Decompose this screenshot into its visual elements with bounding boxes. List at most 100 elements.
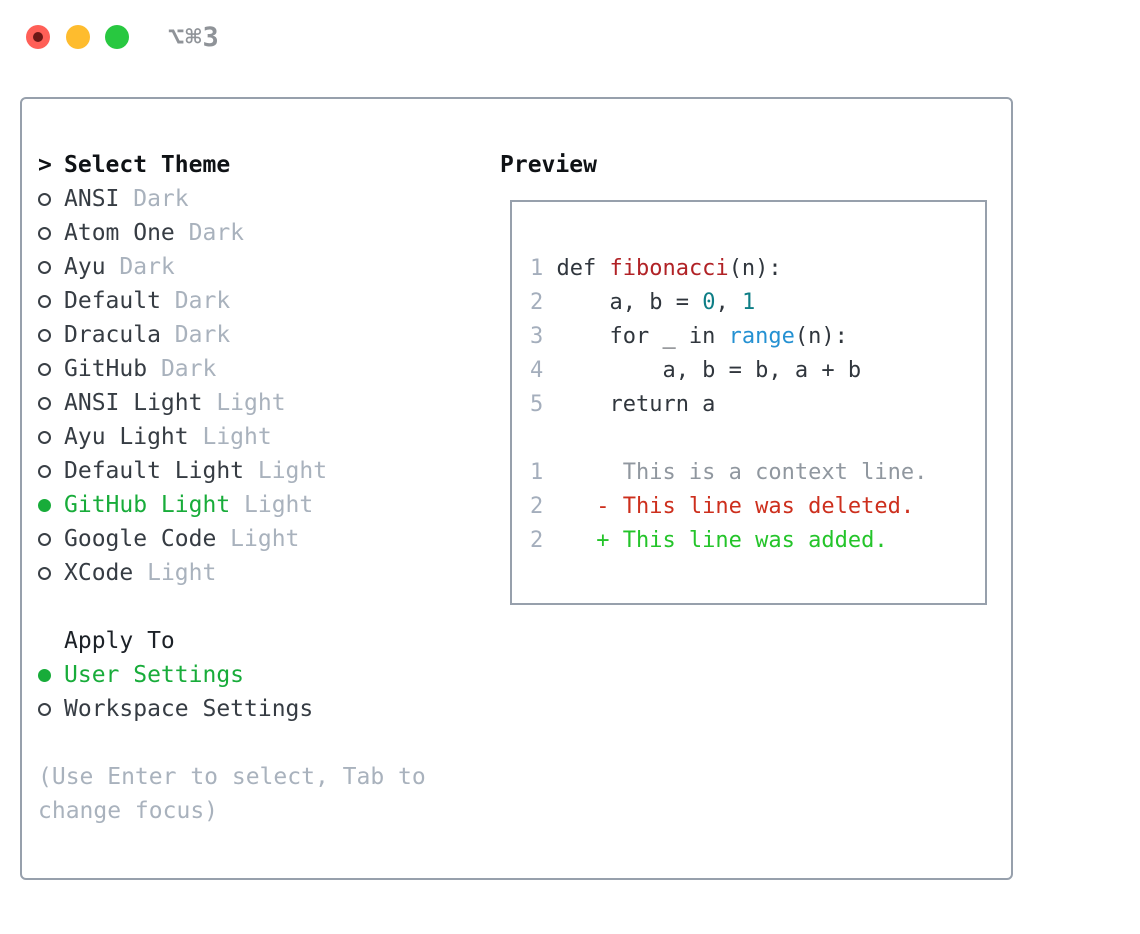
titlebar: ⌥⌘3 — [0, 0, 1140, 74]
code-token-plain: for _ in — [556, 323, 729, 349]
radio-marker — [38, 532, 64, 546]
line-number: 3 — [530, 323, 544, 349]
code-token-func: fibonacci — [609, 255, 729, 281]
line-text: a, b = b, a + b — [556, 358, 861, 383]
code-line: 1 This is a context line. — [530, 455, 975, 489]
option-label: Google Code — [64, 526, 217, 552]
line-text: + This line was added. — [556, 528, 887, 553]
line-text: for _ in range(n): — [556, 324, 847, 349]
line-number: 1 — [530, 459, 544, 485]
code-token-deleted: - This line was deleted. — [556, 493, 915, 519]
zoom-button[interactable] — [105, 25, 129, 49]
option-label: Ayu — [64, 254, 106, 280]
line-number: 4 — [530, 357, 544, 383]
radio-marker — [38, 362, 64, 376]
theme-option[interactable]: Google Code Light — [38, 522, 478, 556]
code-line — [530, 421, 975, 455]
code-token-plain: (n): — [728, 255, 782, 281]
radio-icon — [38, 430, 51, 444]
option-variant-label: Dark — [188, 220, 245, 246]
theme-option[interactable]: ANSI Dark — [38, 182, 478, 216]
select-theme-heading-label: Select Theme — [64, 152, 231, 178]
apply-to-list: User Settings Workspace Settings — [38, 658, 478, 726]
minimize-button[interactable] — [66, 25, 90, 49]
radio-marker — [38, 566, 64, 580]
apply-option[interactable]: Workspace Settings — [38, 692, 478, 726]
radio-icon — [38, 566, 51, 580]
option-label: Ayu Light — [64, 424, 189, 450]
line-text: a, b = 0, 1 — [556, 290, 755, 315]
option-label: Atom One — [64, 220, 175, 246]
option-label: Default — [64, 288, 161, 314]
theme-list-column: > Select Theme ANSI Dark Atom One Dark A… — [38, 148, 478, 828]
code-token-num: 0 — [702, 289, 716, 315]
code-line: 2 a, b = 0, 1 — [530, 285, 975, 319]
theme-option[interactable]: Atom One Dark — [38, 216, 478, 250]
apply-to-heading: Apply To — [38, 624, 478, 658]
code-preview: 1 def fibonacci(n): 2 a, b = 0, 1 3 for … — [530, 251, 975, 557]
radio-marker — [38, 328, 64, 342]
line-number: 2 — [530, 289, 544, 315]
radio-icon — [38, 260, 51, 274]
radio-icon — [38, 464, 51, 478]
code-token-builtin: range — [728, 323, 795, 349]
option-label: GitHub Light — [64, 492, 231, 518]
line-number: 2 — [530, 493, 544, 519]
theme-option[interactable]: Ayu Light Light — [38, 420, 478, 454]
theme-option[interactable]: ANSI Light Light — [38, 386, 478, 420]
radio-marker — [38, 498, 64, 512]
radio-icon — [38, 328, 51, 342]
radio-marker — [38, 668, 64, 682]
option-label: ANSI Light — [64, 390, 203, 416]
option-label: XCode — [64, 560, 134, 586]
option-label: GitHub — [64, 356, 148, 382]
radio-marker — [38, 260, 64, 274]
option-label: User Settings — [64, 662, 245, 688]
spacer — [38, 590, 478, 624]
pointer-icon: > — [38, 152, 52, 178]
theme-option[interactable]: GitHub Light Light — [38, 488, 478, 522]
unsaved-changes-dot-icon — [33, 32, 43, 42]
code-line: 2 + This line was added. — [530, 523, 975, 557]
radio-icon — [38, 192, 51, 206]
option-variant-label: Dark — [174, 322, 231, 348]
preview-box: 1 def fibonacci(n): 2 a, b = 0, 1 3 for … — [510, 200, 987, 605]
code-token-plain: , — [715, 289, 742, 315]
code-token-added: + This line was added. — [556, 527, 888, 553]
option-variant-label: Light — [216, 390, 286, 416]
theme-option[interactable]: GitHub Dark — [38, 352, 478, 386]
radio-marker — [38, 430, 64, 444]
code-token-plain: (n): — [794, 323, 848, 349]
option-variant-label: Light — [257, 458, 328, 484]
radio-icon — [38, 498, 51, 512]
option-variant-label: Light — [230, 526, 300, 552]
close-button[interactable] — [26, 25, 50, 49]
option-variant-label: Dark — [174, 288, 231, 314]
radio-marker — [38, 464, 64, 478]
code-token-plain: a, b = b, a + b — [556, 357, 862, 383]
theme-option[interactable]: Dracula Dark — [38, 318, 478, 352]
line-text: - This line was deleted. — [556, 494, 914, 519]
line-text: This is a context line. — [556, 460, 928, 485]
option-variant-label: Dark — [133, 186, 189, 212]
select-theme-heading: > Select Theme — [38, 148, 478, 182]
option-variant-label: Dark — [119, 254, 175, 280]
theme-option[interactable]: XCode Light — [38, 556, 478, 590]
option-label: ANSI — [64, 186, 120, 212]
code-line: 4 a, b = b, a + b — [530, 353, 975, 387]
radio-marker — [38, 226, 64, 240]
theme-option[interactable]: Default Dark — [38, 284, 478, 318]
theme-option[interactable]: Default Light Light — [38, 454, 478, 488]
line-number: 5 — [530, 391, 544, 417]
code-token-plain: return a — [556, 391, 716, 417]
option-label: Workspace Settings — [64, 696, 314, 722]
spacer — [38, 726, 478, 760]
code-token-plain: a, b = — [556, 289, 703, 315]
radio-marker — [38, 396, 64, 410]
line-text: return a — [556, 392, 715, 417]
help-text: (Use Enter to select, Tab to change focu… — [38, 764, 426, 824]
theme-option[interactable]: Ayu Dark — [38, 250, 478, 284]
apply-option[interactable]: User Settings — [38, 658, 478, 692]
option-variant-label: Light — [147, 560, 217, 586]
code-line: 3 for _ in range(n): — [530, 319, 975, 353]
